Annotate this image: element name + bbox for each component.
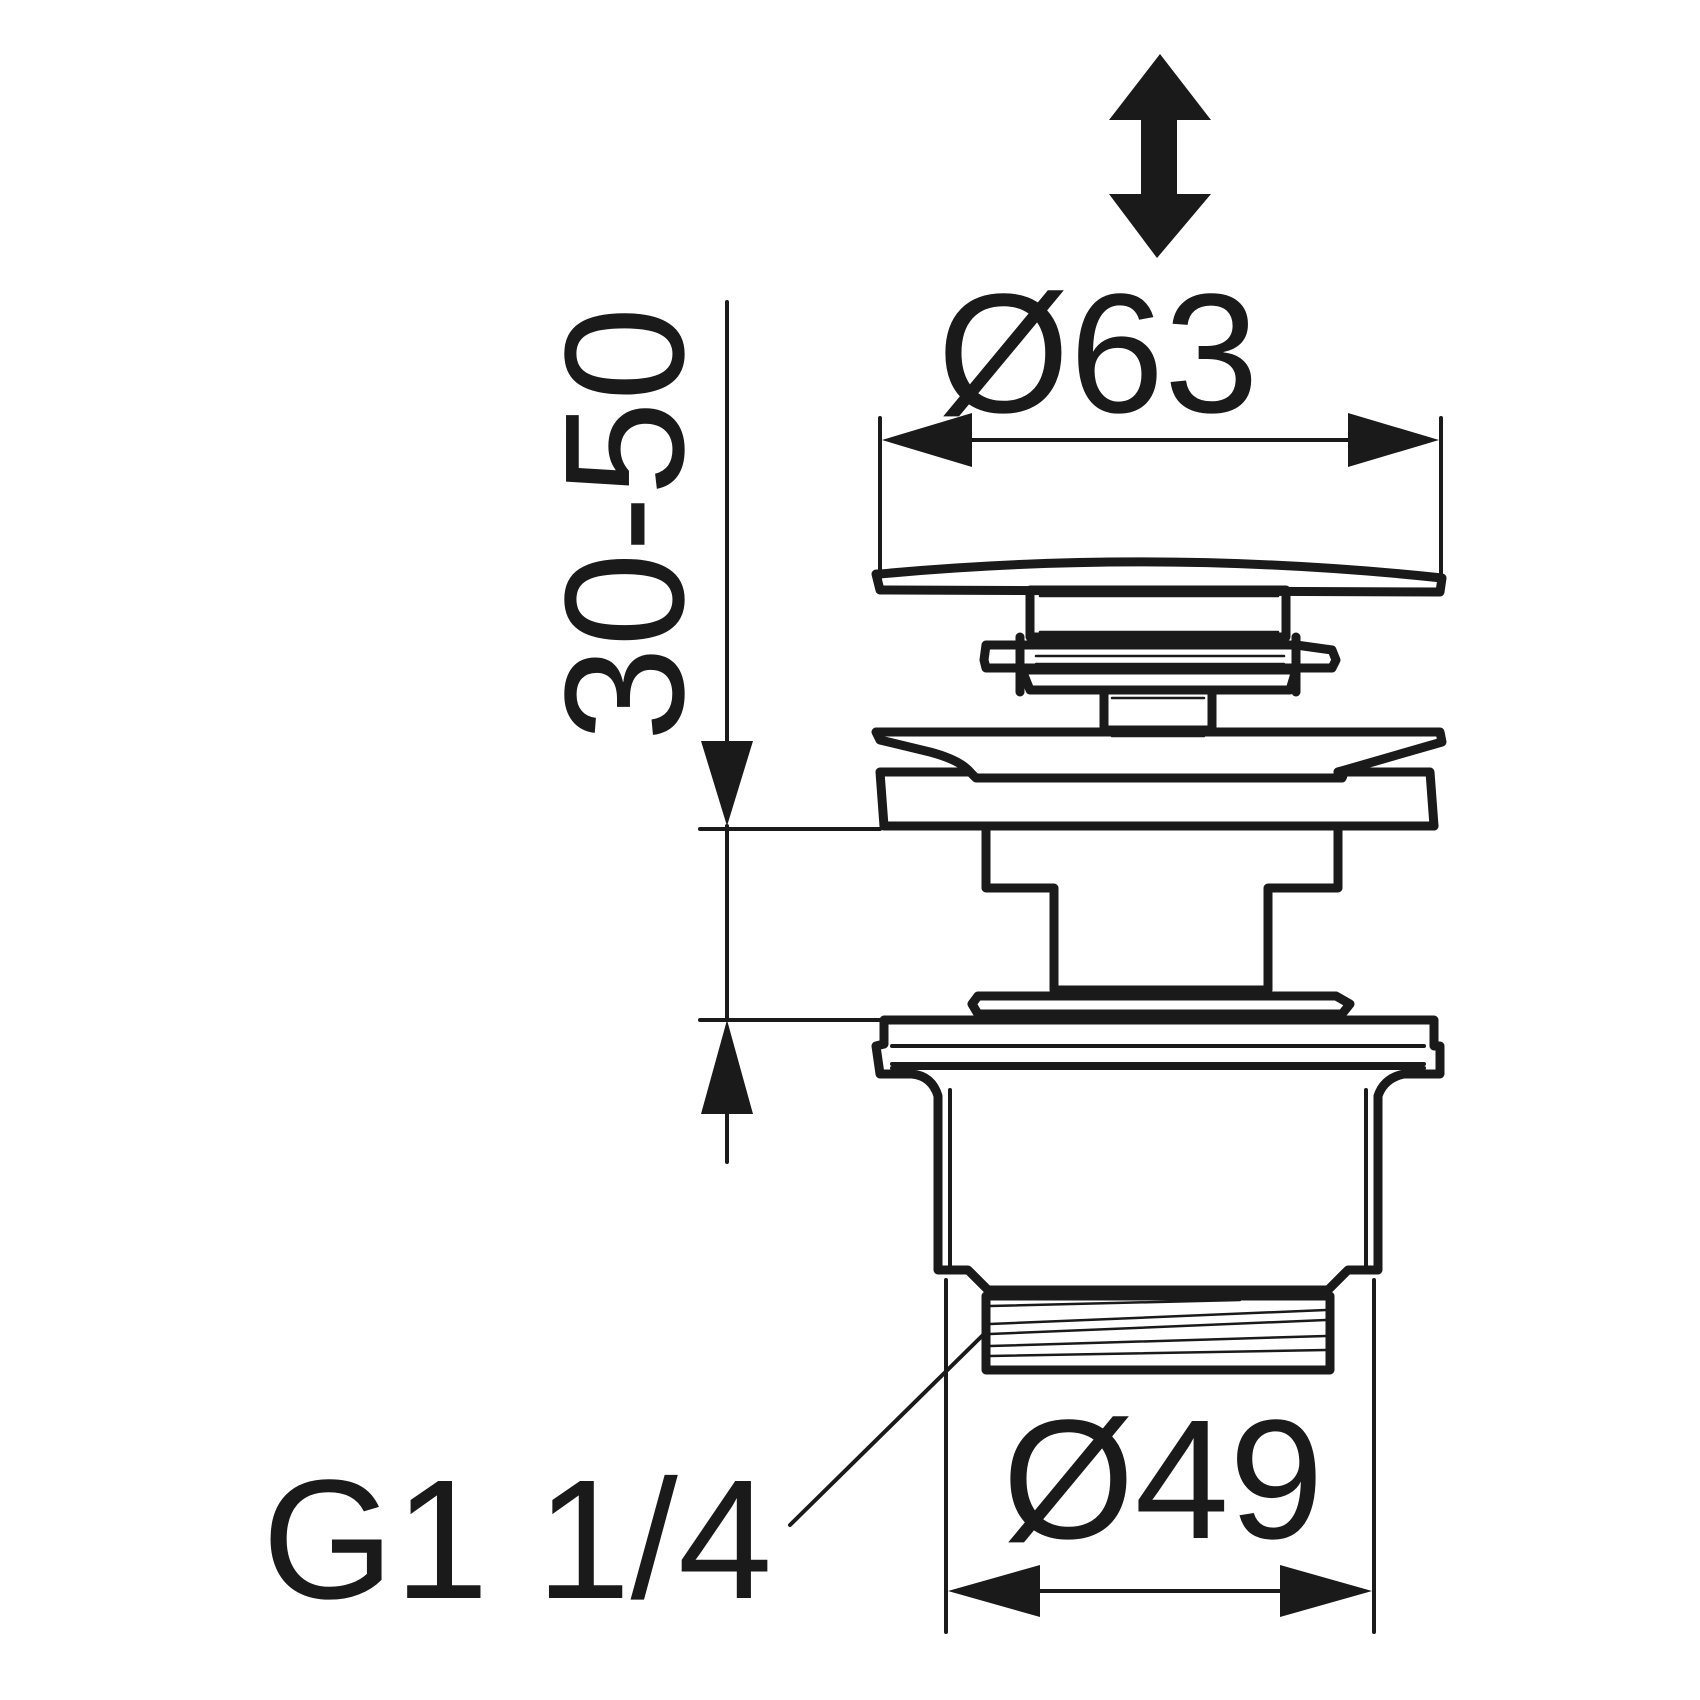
plug-cap	[871, 557, 1447, 597]
flange	[871, 727, 1447, 995]
bottom-diameter-dimension	[944, 1278, 1376, 1634]
plug-stem	[1025, 585, 1291, 642]
thread-leader-line	[788, 1333, 985, 1527]
bottom-diameter-label: Ø49	[1002, 1385, 1323, 1575]
top-diameter-dimension	[878, 413, 1443, 582]
up-down-arrow-icon	[1109, 54, 1211, 258]
height-range-dimension	[698, 300, 882, 1164]
thread-section	[981, 1291, 1335, 1375]
seal-ring	[979, 632, 1341, 697]
height-range-label: 30-50	[530, 307, 720, 742]
thread-label: G1 1/4	[262, 1445, 772, 1635]
top-diameter-label: Ø63	[937, 259, 1258, 449]
body-base	[871, 991, 1445, 1295]
